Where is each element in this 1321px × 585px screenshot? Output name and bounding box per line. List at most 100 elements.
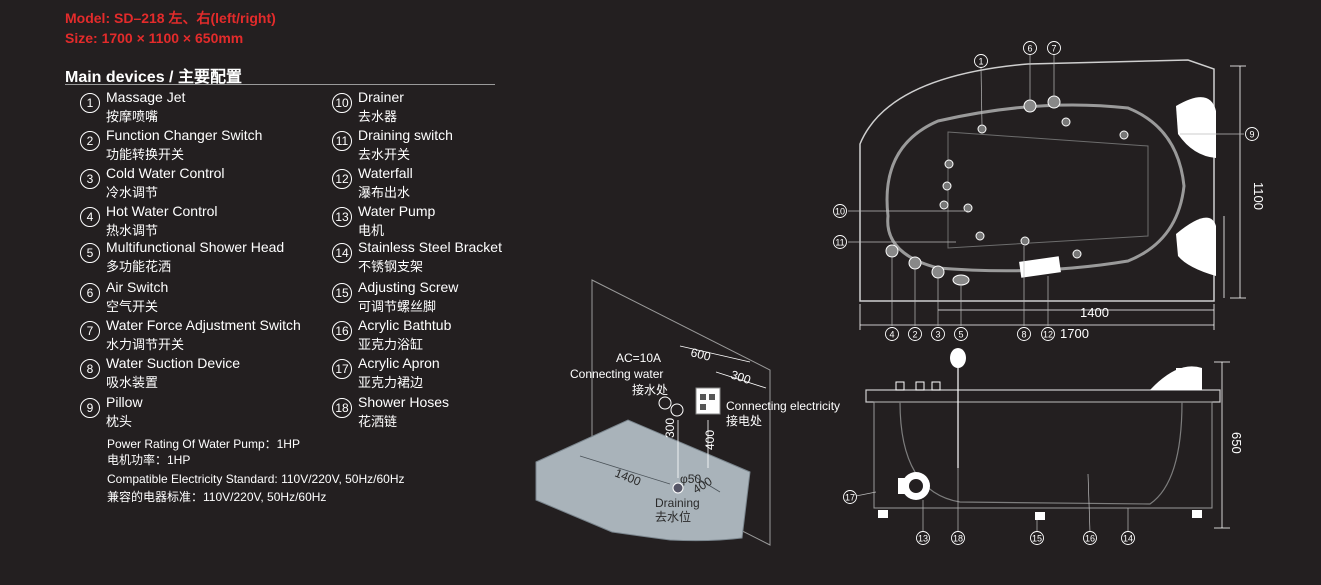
dim-1100: 1100 — [1251, 182, 1266, 210]
callout-number: 13 — [918, 534, 928, 544]
connect-electricity-cn: 接电处 — [726, 413, 762, 428]
callout-number: 11 — [835, 238, 844, 248]
callout-circle — [908, 327, 922, 341]
basin-outline — [885, 103, 1186, 273]
electricity-standard-cn: 兼容的电器标准：110V/220V, 50Hz/60Hz — [107, 490, 327, 504]
device-number-badge: 7 — [80, 321, 100, 341]
device-name-cn: 电机 — [358, 223, 385, 238]
callout-number: 7 — [1051, 44, 1056, 54]
dim-300-side: 300 — [663, 418, 677, 438]
device-number-badge: 17 — [332, 359, 352, 379]
device-number-badge: 13 — [332, 207, 352, 227]
installation-diagram: AC=10A Connecting water 接水处 Connecting e… — [535, 279, 840, 546]
callout-circle — [833, 235, 847, 249]
shower-head-icon — [950, 348, 966, 368]
device-item: 8 Water Suction Device 吸水装置 — [80, 355, 330, 393]
callout-circle — [1245, 127, 1259, 141]
callout-circle — [1121, 531, 1135, 545]
device-name-en: Waterfall — [358, 165, 413, 181]
callout-number: 5 — [958, 330, 963, 340]
callout-number: 15 — [1032, 534, 1042, 544]
device-number-badge: 6 — [80, 283, 100, 303]
device-name-cn: 去水器 — [358, 109, 398, 124]
device-name-en: Massage Jet — [106, 89, 186, 105]
callout-circle — [1041, 327, 1055, 341]
callout-number: 8 — [1021, 330, 1026, 340]
pump-rating-cn: 电机功率：1HP — [107, 453, 191, 467]
dim-1400: 1400 — [1080, 305, 1109, 320]
pump-rating-en: Power Rating Of Water Pump：1HP — [107, 437, 300, 451]
device-name-cn: 热水调节 — [106, 223, 159, 238]
wall-outline — [591, 279, 771, 546]
callout-number: 2 — [912, 330, 917, 340]
device-name-en: Cold Water Control — [106, 165, 225, 181]
device-name-cn: 水力调节开关 — [106, 337, 185, 352]
size-label: Size: 1700 × 1100 × 650mm — [65, 30, 244, 46]
device-number-badge: 5 — [80, 243, 100, 263]
callout-circle — [951, 531, 965, 545]
device-number-badge: 14 — [332, 243, 352, 263]
connect-water-cn: 接水处 — [632, 382, 668, 397]
device-name-cn: 吸水装置 — [106, 375, 159, 390]
device-item: 12 Waterfall 瀑布出水 — [332, 165, 582, 203]
connect-water-en: Connecting water — [570, 367, 663, 381]
dim-400: 400 — [1199, 248, 1214, 270]
callout-circle — [1083, 531, 1097, 545]
device-number-badge: 8 — [80, 359, 100, 379]
device-name-en: Adjusting Screw — [358, 279, 459, 295]
device-item: 15 Adjusting Screw 可调节螺丝脚 — [332, 279, 582, 317]
device-name-en: Acrylic Apron — [358, 355, 440, 371]
device-name-cn: 瀑布出水 — [358, 185, 411, 200]
callout-number: 3 — [935, 330, 940, 340]
device-name-cn: 花洒链 — [358, 414, 398, 429]
model-label: Model: SD–218 左、右(left/right) — [65, 10, 276, 26]
device-name-en: Water Pump — [358, 203, 436, 219]
device-name-cn: 空气开关 — [106, 299, 159, 314]
callout-circle — [843, 490, 857, 504]
device-number-badge: 4 — [80, 207, 100, 227]
device-name-cn: 可调节螺丝脚 — [358, 299, 437, 314]
device-number-badge: 18 — [332, 398, 352, 418]
callout-circle — [833, 204, 847, 218]
device-number-badge: 12 — [332, 169, 352, 189]
apron-outline — [873, 401, 1213, 509]
callout-circle — [885, 327, 899, 341]
device-number-badge: 1 — [80, 93, 100, 113]
callout-number: 16 — [1085, 534, 1095, 544]
dim-650: 650 — [1229, 432, 1244, 454]
device-name-en: Pillow — [106, 394, 143, 410]
basin-side — [899, 401, 1183, 505]
dim-drain-diameter: φ50 — [680, 472, 701, 486]
device-name-en: Water Suction Device — [106, 355, 241, 371]
device-item: 13 Water Pump 电机 — [332, 203, 582, 241]
callout-circle — [1017, 327, 1031, 341]
device-name-en: Air Switch — [106, 279, 169, 295]
callout-circle — [1030, 531, 1044, 545]
section-title: Main devices / 主要配置 — [65, 69, 242, 86]
callout-circle — [1047, 41, 1061, 55]
device-name-cn: 亚克力浴缸 — [358, 337, 424, 352]
massage-jets — [939, 117, 1129, 259]
rim-outline — [865, 389, 1221, 403]
device-name-cn: 冷水调节 — [106, 185, 159, 200]
device-number-badge: 15 — [332, 283, 352, 303]
device-number-badge: 16 — [332, 321, 352, 341]
ac-label: AC=10A — [616, 351, 661, 365]
tub-outline — [859, 59, 1215, 302]
device-name-cn: 功能转换开关 — [106, 147, 185, 162]
pillow-top-icon — [1176, 97, 1216, 158]
callout-number: 9 — [1249, 130, 1254, 140]
device-number-badge: 9 — [80, 398, 100, 418]
